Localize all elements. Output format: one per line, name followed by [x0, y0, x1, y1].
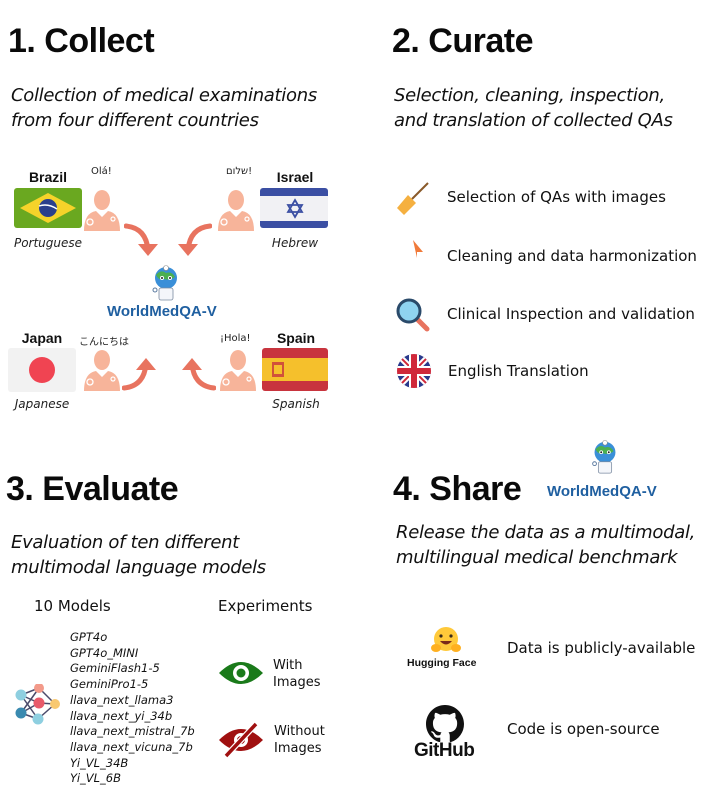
share-code-label: Code is open-source [507, 720, 660, 738]
brazil-flag-icon [14, 188, 82, 228]
experiment-with-images: With Images [273, 657, 321, 691]
share-data-label: Data is publicly-available [507, 639, 696, 657]
github-logo-text: GitHub [414, 740, 475, 761]
globe-mascot-icon [592, 440, 616, 474]
models-header: 10 Models [34, 597, 111, 615]
doctor-icon [218, 190, 254, 231]
language-hebrew: Hebrew [271, 236, 319, 250]
model-item: GPT4o_MINI [70, 645, 139, 660]
curate-subtitle-line1: Selection, cleaning, inspection, [394, 85, 665, 106]
country-israel: Israel [276, 169, 314, 185]
japan-flag-icon [8, 348, 76, 392]
curate-step-selection: Selection of QAs with images [447, 188, 666, 206]
model-item: Yi_VL_34B [70, 755, 129, 770]
curate-step-inspection: Clinical Inspection and validation [447, 305, 695, 323]
curate-step-translation: English Translation [448, 362, 589, 380]
experiments-header: Experiments [218, 597, 313, 615]
model-item: llava_next_mistral_7b [70, 724, 195, 739]
share-subtitle: Release the data as a multimodal, multil… [396, 520, 695, 570]
eye-slash-icon [219, 722, 263, 758]
worldmedqa-brand: WorldMedQA-V [547, 483, 657, 500]
arrow-up-right-icon [122, 358, 156, 391]
share-title: 4. Share [393, 470, 522, 508]
model-list: GPT4o GPT4o_MINI GeminiFlash1-5 GeminiPr… [70, 630, 195, 787]
model-item: GeminiPro1-5 [70, 677, 149, 692]
experiment-with-line1: With [273, 658, 303, 673]
language-spanish: Spanish [272, 397, 320, 411]
collect-title: 1. Collect [8, 22, 155, 60]
hugging-face-icon[interactable] [430, 626, 462, 656]
country-japan: Japan [21, 330, 63, 346]
arrow-down-left-icon [178, 223, 212, 256]
doctor-icon [84, 350, 120, 391]
model-item: Yi_VL_6B [70, 771, 121, 786]
israel-flag-icon [260, 188, 328, 228]
greeting-japan: こんにちは [79, 337, 129, 348]
language-portuguese: Portuguese [13, 236, 83, 250]
collect-subtitle: Collection of medical examinations from … [11, 83, 317, 133]
model-item: GPT4o [70, 630, 108, 644]
country-brazil: Brazil [28, 169, 68, 185]
curate-subtitle: Selection, cleaning, inspection, and tra… [394, 83, 673, 133]
evaluate-subtitle: Evaluation of ten different multimodal l… [11, 530, 266, 580]
model-item: GeminiFlash1-5 [70, 661, 160, 676]
model-item: llava_next_llama3 [70, 692, 174, 707]
arrow-up-left-icon [182, 358, 216, 391]
uk-flag-icon [397, 354, 431, 388]
evaluate-subtitle-line2: multimodal language models [11, 557, 266, 578]
broom-icon [396, 181, 430, 215]
experiment-without-line2: Images [274, 741, 322, 756]
curate-step-cleaning: Cleaning and data harmonization [447, 247, 697, 265]
share-subtitle-line2: multilingual medical benchmark [396, 547, 678, 568]
worldmedqa-center-label: WorldMedQA-V [107, 303, 217, 320]
greeting-spain: ¡Hola! [220, 333, 251, 344]
collect-subtitle-line2: from four different countries [11, 110, 259, 131]
experiment-with-line2: Images [273, 675, 321, 690]
curate-subtitle-line2: and translation of collected QAs [394, 110, 673, 131]
magnifier-icon [396, 298, 430, 332]
doctor-icon [220, 350, 256, 391]
share-subtitle-line1: Release the data as a multimodal, [396, 522, 696, 543]
spain-flag-icon [262, 348, 328, 391]
model-item: llava_next_yi_34b [70, 708, 173, 723]
experiment-without-images: Without Images [274, 723, 325, 757]
globe-mascot-icon [152, 265, 177, 301]
model-item: llava_next_vicuna_7b [70, 739, 193, 754]
hugging-face-logo-text: Hugging Face [407, 657, 477, 669]
country-spain: Spain [276, 330, 316, 346]
eye-icon [219, 662, 263, 684]
merge-arrow-icon [396, 240, 430, 274]
greeting-brazil: Olá! [91, 166, 112, 177]
arrow-down-right-icon [124, 223, 158, 256]
neural-network-icon [15, 684, 60, 725]
curate-title: 2. Curate [392, 22, 534, 60]
github-icon[interactable] [426, 705, 464, 743]
language-japanese: Japanese [14, 397, 70, 411]
doctor-icon [84, 190, 120, 231]
collect-subtitle-line1: Collection of medical examinations [11, 85, 317, 106]
evaluate-subtitle-line1: Evaluation of ten different [11, 532, 240, 553]
evaluate-title: 3. Evaluate [6, 470, 179, 508]
experiment-without-line1: Without [274, 724, 325, 739]
greeting-israel: שלום! [226, 166, 253, 177]
